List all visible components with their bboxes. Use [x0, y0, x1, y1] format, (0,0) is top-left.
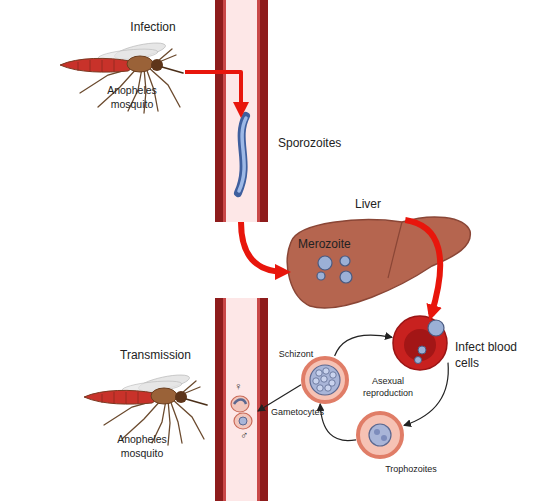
gametocyte-cells [231, 396, 252, 429]
merozoite-dot [418, 346, 426, 354]
gametocyte-core [239, 417, 247, 425]
merozoite-cluster [313, 368, 336, 391]
vessel-lumen [215, 298, 268, 501]
merozoite-cluster-part [321, 376, 327, 382]
liver-lobe-line [388, 222, 402, 278]
sporozoite-highlight [239, 118, 246, 191]
merozoite-dot [340, 256, 350, 266]
infection-arrow [185, 72, 241, 112]
sex-symbol: ♂ [237, 428, 251, 443]
mosquito-node: TransmissionAnopheles mosquito [85, 345, 210, 460]
cell-outline [393, 316, 447, 370]
blood-vessel-bottom [215, 298, 268, 501]
blood-vessel-top [215, 0, 268, 222]
merozoite-dot [318, 256, 332, 270]
merozoite-cluster-part [317, 385, 323, 391]
mosquito-node: InfectionAnopheles mosquito [55, 15, 185, 115]
stage-label: Infect blood cells [455, 339, 527, 371]
gametocyte-crescent [234, 400, 246, 405]
liver-node: LiverMerozoite [285, 220, 470, 318]
schizont-cell [303, 358, 347, 402]
cell-outline [358, 413, 402, 457]
stage-label: Merozoite [298, 236, 368, 252]
parasite-body [310, 365, 340, 395]
merozoite-dot [428, 320, 444, 336]
species-label: Anopheles mosquito [110, 432, 174, 460]
parasite-detail [374, 429, 380, 435]
species-label: Anopheles mosquito [100, 83, 164, 111]
liver-shape [287, 217, 470, 308]
vessel-wall [260, 0, 268, 222]
merozoite-dot [317, 272, 325, 280]
section-heading: Infection [118, 19, 188, 35]
vessel-wall [260, 298, 268, 501]
infection-arrow [405, 220, 440, 315]
liver-outline [287, 217, 470, 308]
merozoite-cluster-part [330, 372, 336, 378]
merozoite-cluster-part [323, 368, 329, 374]
sporozoite-node: Sporozoites [230, 112, 252, 222]
vessel-wall [215, 0, 223, 222]
section-heading: Transmission [120, 347, 204, 363]
trophozoite-node: Trophozoites [356, 411, 404, 459]
stage-label: Schizont [270, 348, 322, 360]
organ-label: Liver [348, 196, 388, 212]
infection-arrow [241, 222, 285, 272]
stage-label: Gametocytes [271, 406, 335, 418]
vessel-wall-inner [223, 298, 226, 501]
cycle-label: Asexual reproduction [358, 375, 418, 399]
vessel-lumen [215, 0, 268, 222]
gametocyte-shape [231, 396, 249, 412]
sex-symbol: ♀ [231, 379, 245, 394]
vessel-wall-inner [257, 298, 260, 501]
sporozoite-body [238, 116, 246, 193]
merozoite-cluster-part [316, 370, 322, 376]
cell-outline [303, 358, 347, 402]
gametocyte-shape [234, 413, 252, 429]
parasite-body [369, 424, 391, 446]
merozoite-dot [415, 357, 422, 364]
vessel-wall [215, 298, 223, 501]
mosquito-illustration [60, 40, 183, 113]
vessel-wall-inner [223, 0, 226, 222]
gametocyte-node: Gametocytes [228, 393, 258, 433]
red-blood-cell [393, 316, 447, 370]
schizont-node: Schizont [301, 356, 349, 404]
parasite-detail [381, 435, 387, 441]
sporozoite-shape [238, 116, 246, 193]
cycle-arrow [320, 404, 356, 441]
trophozoite-cell [358, 413, 402, 457]
cycle-arrow [335, 335, 392, 356]
merozoite-dot [340, 271, 352, 283]
merozoite-cluster-part [325, 385, 331, 391]
stage-label: Trophozoites [376, 463, 446, 475]
merozoite-cluster-part [313, 378, 319, 384]
blood-cell-node: Infect blood cells [392, 315, 448, 371]
stage-label: Sporozoites [278, 135, 358, 151]
vessel-wall-inner [257, 0, 260, 222]
